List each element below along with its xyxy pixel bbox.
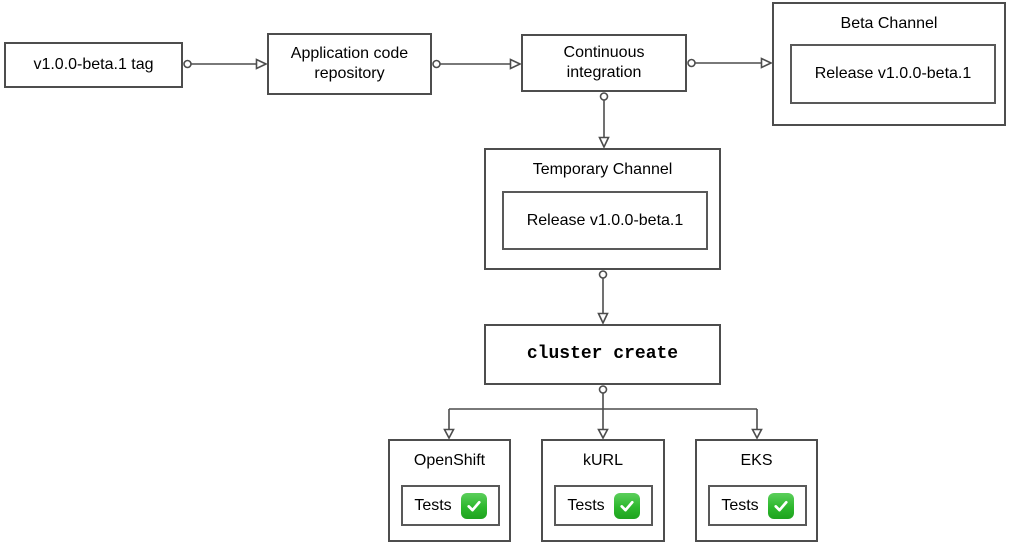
- node-continuous-integration: Continuous integration: [521, 34, 687, 92]
- check-mark-icon: [460, 492, 487, 519]
- openshift-tests-label: Tests: [414, 496, 452, 514]
- node-cluster-openshift: OpenShift Tests: [388, 439, 511, 542]
- node-cluster-create: cluster create: [484, 324, 721, 385]
- arrow-repo-to-ci: [432, 58, 522, 70]
- arrow-ci-to-temp-channel: [598, 92, 610, 149]
- node-cluster-create-label: cluster create: [526, 344, 679, 365]
- check-mark-icon: [613, 492, 640, 519]
- node-cluster-eks: EKS Tests: [695, 439, 818, 542]
- beta-channel-release-label: Release v1.0.0-beta.1: [814, 65, 972, 82]
- arrow-cluster-create-to-clusters: [443, 385, 763, 440]
- arrow-tag-to-repo: [183, 58, 268, 70]
- kurl-title: kURL: [582, 452, 623, 469]
- openshift-title: OpenShift: [413, 452, 486, 469]
- openshift-tests-box: Tests: [401, 485, 500, 526]
- eks-title: EKS: [740, 452, 773, 469]
- node-continuous-integration-label: Continuous integration: [563, 44, 645, 81]
- kurl-tests-box: Tests: [554, 485, 653, 526]
- beta-channel-release-box: Release v1.0.0-beta.1: [790, 44, 996, 104]
- beta-channel-title: Beta Channel: [840, 15, 938, 32]
- node-beta-channel: Beta Channel Release v1.0.0-beta.1: [772, 2, 1006, 126]
- check-mark-icon: [767, 492, 794, 519]
- temporary-channel-title: Temporary Channel: [532, 161, 673, 178]
- node-version-tag-label: v1.0.0-beta.1 tag: [33, 56, 154, 73]
- arrow-temp-channel-to-cluster-create: [597, 270, 609, 325]
- node-temporary-channel: Temporary Channel Release v1.0.0-beta.1: [484, 148, 721, 270]
- node-cluster-kurl: kURL Tests: [541, 439, 665, 542]
- temporary-channel-release-box: Release v1.0.0-beta.1: [502, 191, 708, 250]
- temporary-channel-release-label: Release v1.0.0-beta.1: [526, 211, 684, 229]
- eks-tests-label: Tests: [721, 496, 759, 514]
- arrow-ci-to-beta-channel: [687, 57, 773, 69]
- node-application-code-repository: Application code repository: [267, 33, 432, 95]
- eks-tests-box: Tests: [708, 485, 807, 526]
- node-version-tag: v1.0.0-beta.1 tag: [4, 42, 183, 88]
- kurl-tests-label: Tests: [567, 496, 605, 514]
- node-application-code-repository-label: Application code repository: [290, 45, 409, 82]
